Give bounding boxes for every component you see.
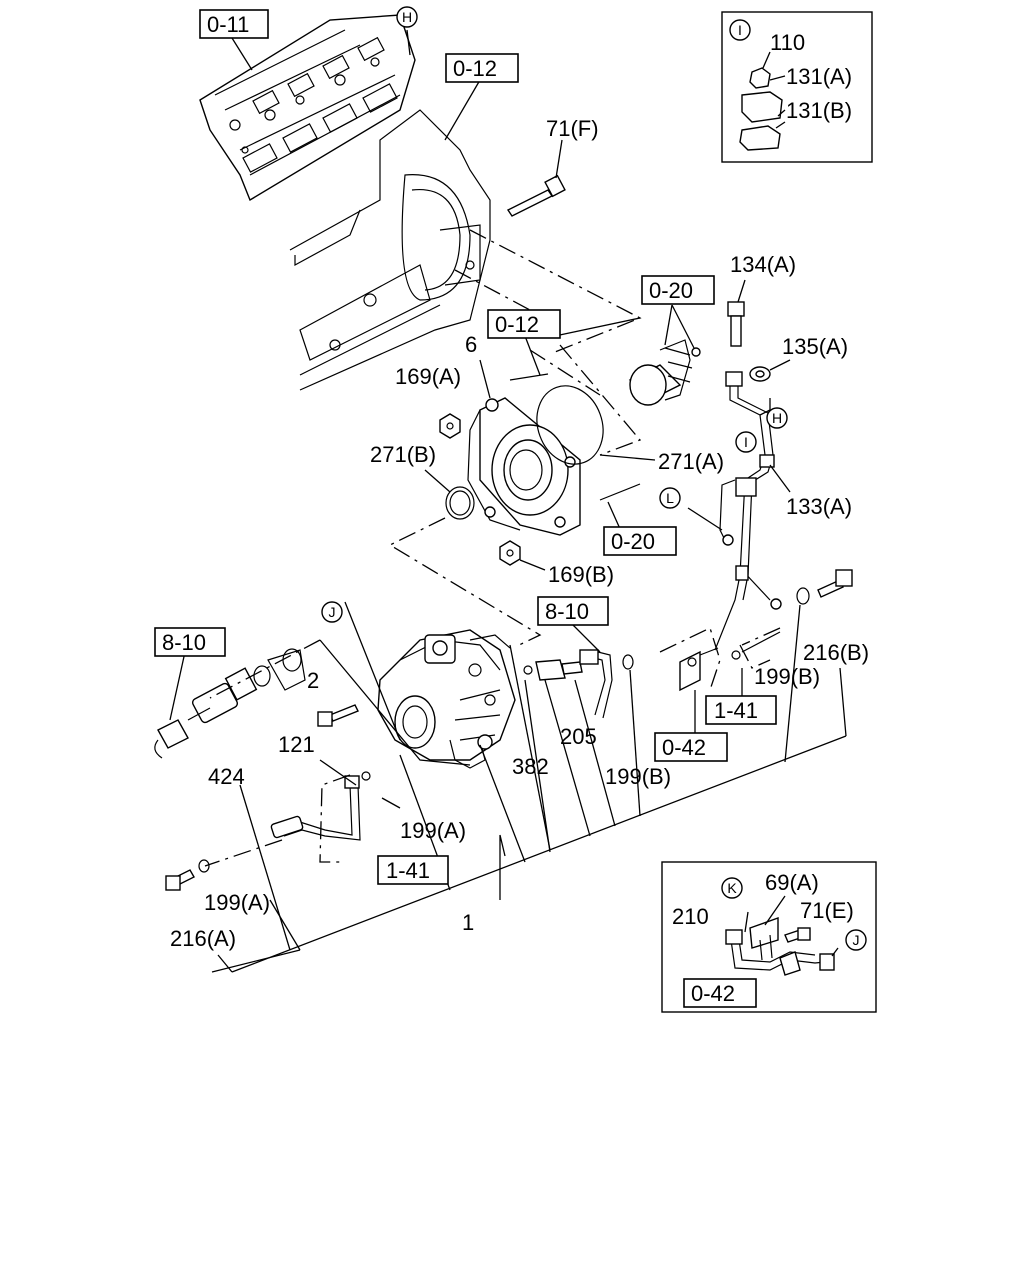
right-bracket [679,569,853,692]
svg-text:K: K [727,880,737,896]
label-169a: 169(A) [395,364,461,389]
label-134a: 134(A) [730,252,796,277]
label-216a: 216(A) [170,926,236,951]
svg-text:0-42: 0-42 [662,735,706,760]
svg-text:I: I [738,22,742,38]
svg-text:0-20: 0-20 [611,529,655,554]
fuel-temp-sensor [523,623,634,719]
label-1: 1 [462,910,474,935]
svg-text:1-41: 1-41 [386,858,430,883]
label-133a: 133(A) [786,494,852,519]
ref-box-1-41-right: 1-41 [705,695,777,725]
label-169b: 169(B) [548,562,614,587]
svg-text:0-12: 0-12 [495,312,539,337]
label-210: 210 [672,904,709,929]
marker-h-top: H [396,6,418,28]
label-199a-mid: 199(A) [400,818,466,843]
label-131b: 131(B) [786,98,852,123]
svg-text:H: H [402,9,412,25]
marker-i-inset: I [729,19,751,41]
o-rings [424,385,656,520]
svg-text:H: H [772,410,782,426]
bolt-71f [506,139,566,217]
label-216b: 216(B) [803,640,869,665]
scv-assembly [154,648,306,759]
ref-box-0-12-top: 0-12 [445,53,519,83]
marker-k-inset: K [721,877,743,899]
label-131a: 131(A) [786,64,852,89]
ref-box-8-10-left: 8-10 [154,627,226,657]
ref-box-0-20-top: 0-20 [641,275,715,305]
label-6: 6 [465,332,477,357]
bolt-2 [317,704,359,727]
nuts-169 [439,413,546,571]
supply-pump [377,629,516,769]
label-2: 2 [307,668,319,693]
svg-text:0-20: 0-20 [649,278,693,303]
marker-h-right: H [766,407,788,429]
pipe-121 [165,771,371,891]
label-382: 382 [512,754,549,779]
pump-gear [628,304,701,406]
ref-box-0-42-mid: 0-42 [654,732,728,762]
label-271a: 271(A) [658,449,724,474]
leak-off-pipe [687,279,791,651]
marker-j-left: J [321,601,343,623]
marker-i-right: I [735,431,757,453]
label-424: 424 [208,764,245,789]
ref-box-1-41-left: 1-41 [377,855,449,885]
label-135a: 135(A) [782,334,848,359]
cylinder-head [199,14,416,202]
ref-box-0-20-mid: 0-20 [603,526,677,556]
leader-lines [204,29,847,973]
engine-block [289,109,491,391]
label-121: 121 [278,732,315,757]
label-271b: 271(B) [370,442,436,467]
svg-text:L: L [666,490,674,506]
adapter-plate [467,359,641,536]
svg-text:8-10: 8-10 [162,630,206,655]
marker-l: L [659,487,681,509]
svg-text:0-11: 0-11 [207,12,249,37]
ref-box-0-11: 0-11 [199,9,269,39]
label-69a: 69(A) [765,870,819,895]
inset-clamp [721,11,873,163]
svg-text:I: I [744,434,748,450]
ref-box-0-12-mid: 0-12 [487,309,561,339]
label-110: 110 [770,30,805,55]
svg-text:1-41: 1-41 [714,698,758,723]
label-199b-mid: 199(B) [605,764,671,789]
ref-box-0-42-inset: 0-42 [683,978,757,1008]
label-205: 205 [560,724,597,749]
svg-text:0-12: 0-12 [453,56,497,81]
part-labels: 110 131(A) 131(B) 71(F) 134(A) 135(A) 6 … [170,30,869,951]
svg-text:0-42: 0-42 [691,981,735,1006]
svg-text:J: J [853,932,860,948]
label-199b-right: 199(B) [754,664,820,689]
label-71e: 71(E) [800,898,854,923]
marker-j-inset: J [845,929,867,951]
ref-box-8-10-mid: 8-10 [537,596,609,626]
label-71f: 71(F) [546,116,599,141]
svg-text:J: J [329,604,336,620]
label-199a-low: 199(A) [204,890,270,915]
svg-text:8-10: 8-10 [545,599,589,624]
